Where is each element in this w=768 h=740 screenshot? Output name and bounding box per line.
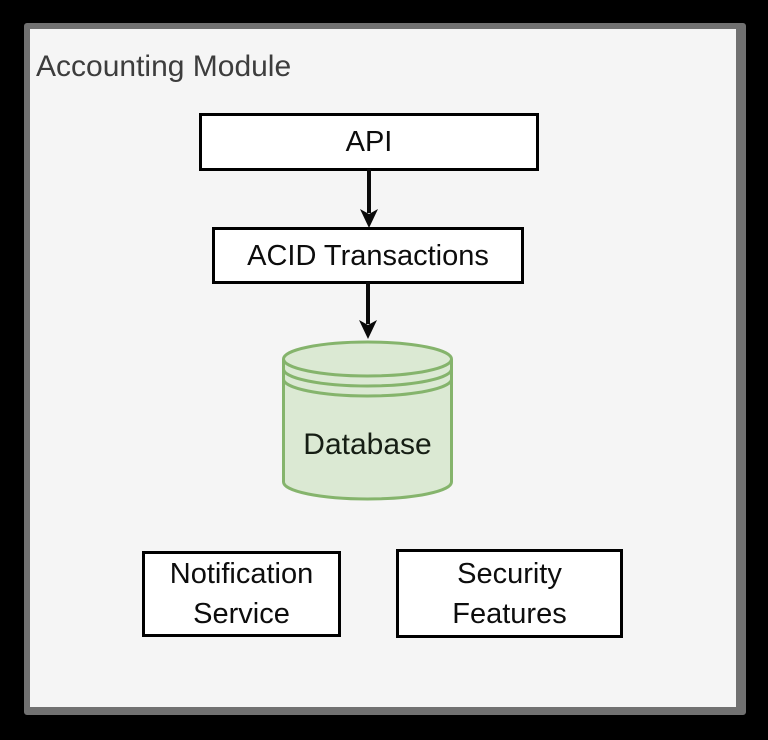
- node-database-cylinder: [282, 339, 453, 502]
- node-database-label: Database: [303, 428, 432, 461]
- database-icon: [282, 340, 453, 501]
- arrow-icon: [359, 282, 377, 339]
- arrow-icon: [360, 169, 378, 228]
- node-api: API: [199, 113, 539, 171]
- node-notification-service: Notification Service: [142, 551, 341, 637]
- subgraph-title: Accounting Module: [36, 50, 292, 83]
- node-acid-transactions: ACID Transactions: [212, 227, 524, 284]
- arrow-api-to-acid: [358, 169, 380, 229]
- arrow-acid-to-database: [357, 282, 379, 340]
- node-security-features: Security Features: [396, 549, 623, 638]
